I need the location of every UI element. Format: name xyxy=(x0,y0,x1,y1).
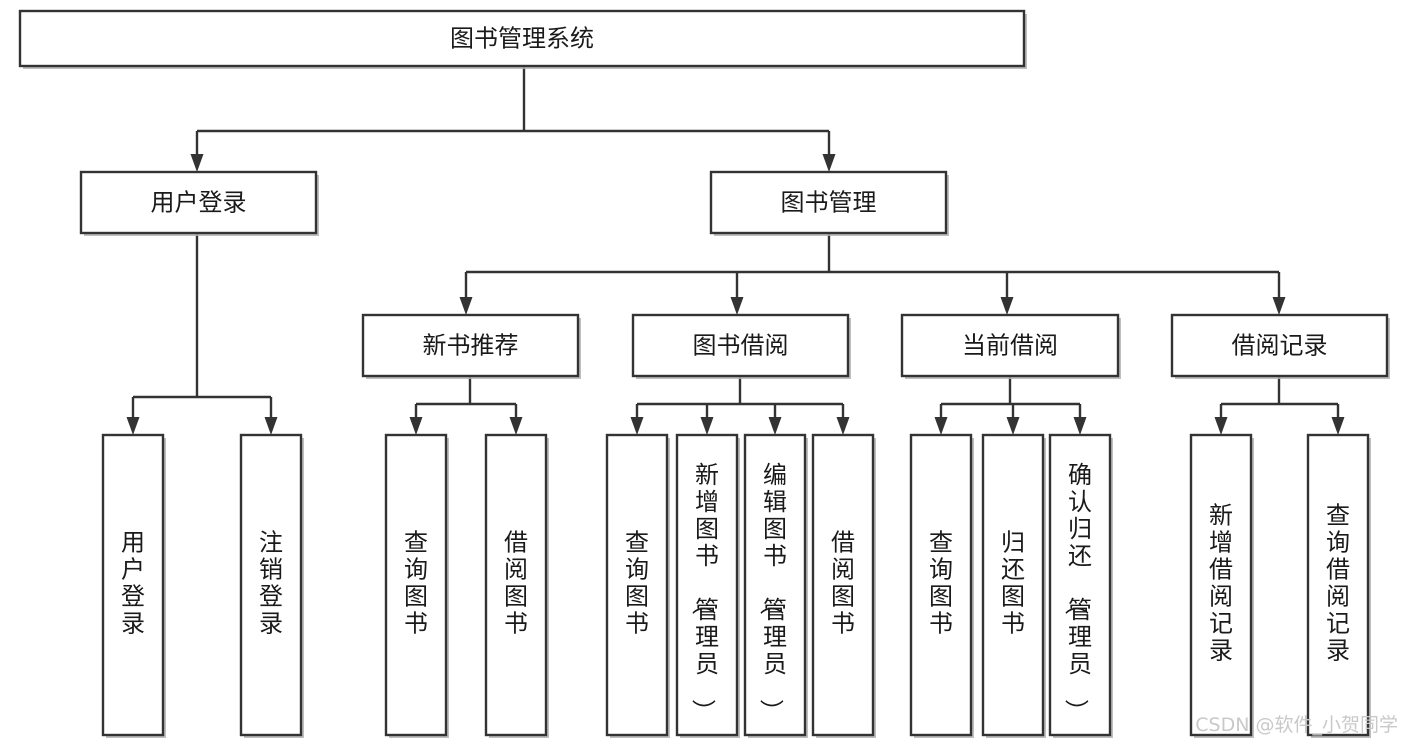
node-label: 查询借阅记录 xyxy=(1326,502,1350,665)
node-borrow-record[interactable]: 借阅记录 xyxy=(1170,313,1390,379)
node-rect[interactable] xyxy=(18,9,1026,68)
node-rect[interactable] xyxy=(743,433,807,737)
node-leaf-return-book[interactable]: 归还图书 xyxy=(981,433,1046,738)
node-label: 新增图书（管理员） xyxy=(689,461,719,723)
node-label: 编辑图书（管理员） xyxy=(757,461,787,723)
arrow-head-icon xyxy=(630,417,644,435)
arrow-head-icon xyxy=(836,417,850,435)
node-rect[interactable] xyxy=(909,433,973,737)
node-rect[interactable] xyxy=(484,433,548,737)
node-label: 新增借阅记录 xyxy=(1209,502,1233,665)
node-leaf-borrow-book[interactable]: 借阅图书 xyxy=(811,433,876,738)
node-rect[interactable] xyxy=(605,433,669,737)
node-leaf-edit-book-admin[interactable]: 编辑图书（管理员） xyxy=(743,433,808,738)
arrow-head-icon xyxy=(1006,417,1020,435)
arrow-head-icon xyxy=(1000,297,1014,315)
node-label: 图书管理系统 xyxy=(450,25,594,53)
node-label: 用户登录 xyxy=(151,189,247,217)
node-rect[interactable] xyxy=(384,433,448,737)
node-label: 查询图书 xyxy=(625,529,649,638)
arrow-head-icon xyxy=(1214,417,1228,435)
node-label: 当前借阅 xyxy=(962,332,1058,360)
node-label: 注销登录 xyxy=(259,529,283,638)
node-rect[interactable] xyxy=(981,433,1045,737)
node-leaf-query-book-current[interactable]: 查询图书 xyxy=(909,433,974,738)
node-label: 用户登录 xyxy=(121,529,145,638)
node-current-borrow[interactable]: 当前借阅 xyxy=(900,313,1121,379)
node-rect[interactable] xyxy=(1170,313,1389,378)
node-rect[interactable] xyxy=(900,313,1120,378)
node-label: 查询图书 xyxy=(404,529,428,638)
node-rect[interactable] xyxy=(631,313,850,378)
nodes-layer: 图书管理系统用户登录图书管理新书推荐图书借阅当前借阅借阅记录用户登录注销登录查询… xyxy=(18,9,1390,738)
node-rect[interactable] xyxy=(101,433,165,737)
node-rect[interactable] xyxy=(361,313,580,378)
node-leaf-query-borrow-record[interactable]: 查询借阅记录 xyxy=(1306,433,1371,738)
node-rect[interactable] xyxy=(1306,433,1370,737)
node-label: 归还图书 xyxy=(1001,529,1025,638)
node-label: 查询图书 xyxy=(929,529,953,638)
node-label: 新书推荐 xyxy=(423,332,519,360)
node-label: 借阅图书 xyxy=(831,529,855,638)
arrow-head-icon xyxy=(768,417,782,435)
node-rect[interactable] xyxy=(709,170,948,235)
node-new-book-recommend[interactable]: 新书推荐 xyxy=(361,313,581,379)
arrow-head-icon xyxy=(730,297,744,315)
node-root[interactable]: 图书管理系统 xyxy=(18,9,1027,69)
node-user-login[interactable]: 用户登录 xyxy=(79,170,319,236)
node-rect[interactable] xyxy=(239,433,303,737)
arrow-head-icon xyxy=(509,417,523,435)
node-rect[interactable] xyxy=(675,433,739,737)
node-leaf-add-borrow-record[interactable]: 新增借阅记录 xyxy=(1189,433,1254,738)
node-book-management[interactable]: 图书管理 xyxy=(709,170,949,236)
connectors-layer xyxy=(126,66,1345,435)
arrow-head-icon xyxy=(409,417,423,435)
arrow-head-icon xyxy=(126,417,140,435)
node-leaf-user-login[interactable]: 用户登录 xyxy=(101,433,166,738)
node-rect[interactable] xyxy=(1048,433,1112,737)
arrow-head-icon xyxy=(1272,297,1286,315)
node-label: 图书管理 xyxy=(781,189,877,217)
watermark-label: CSDN @软件_小贺同学 xyxy=(1195,714,1398,736)
node-book-borrow[interactable]: 图书借阅 xyxy=(631,313,851,379)
node-leaf-logout-login[interactable]: 注销登录 xyxy=(239,433,304,738)
node-leaf-confirm-return-admin[interactable]: 确认归还（管理员） xyxy=(1048,433,1113,738)
node-rect[interactable] xyxy=(1189,433,1253,737)
node-leaf-borrow-book-recommend[interactable]: 借阅图书 xyxy=(484,433,549,738)
arrow-head-icon xyxy=(700,417,714,435)
node-leaf-query-book-recommend[interactable]: 查询图书 xyxy=(384,433,449,738)
node-leaf-add-book-admin[interactable]: 新增图书（管理员） xyxy=(675,433,740,738)
node-rect[interactable] xyxy=(79,170,318,235)
arrow-head-icon xyxy=(822,154,836,172)
arrow-head-icon xyxy=(1073,417,1087,435)
node-rect[interactable] xyxy=(811,433,875,737)
node-leaf-query-book-borrow[interactable]: 查询图书 xyxy=(605,433,670,738)
node-label: 图书借阅 xyxy=(693,332,789,360)
node-label: 借阅图书 xyxy=(504,529,528,638)
arrow-head-icon xyxy=(934,417,948,435)
arrow-head-icon xyxy=(1331,417,1345,435)
node-label: 确认归还（管理员） xyxy=(1062,461,1092,723)
arrow-head-icon xyxy=(264,417,278,435)
node-label: 借阅记录 xyxy=(1232,332,1328,360)
arrow-head-icon xyxy=(459,297,473,315)
arrow-head-icon xyxy=(190,154,204,172)
